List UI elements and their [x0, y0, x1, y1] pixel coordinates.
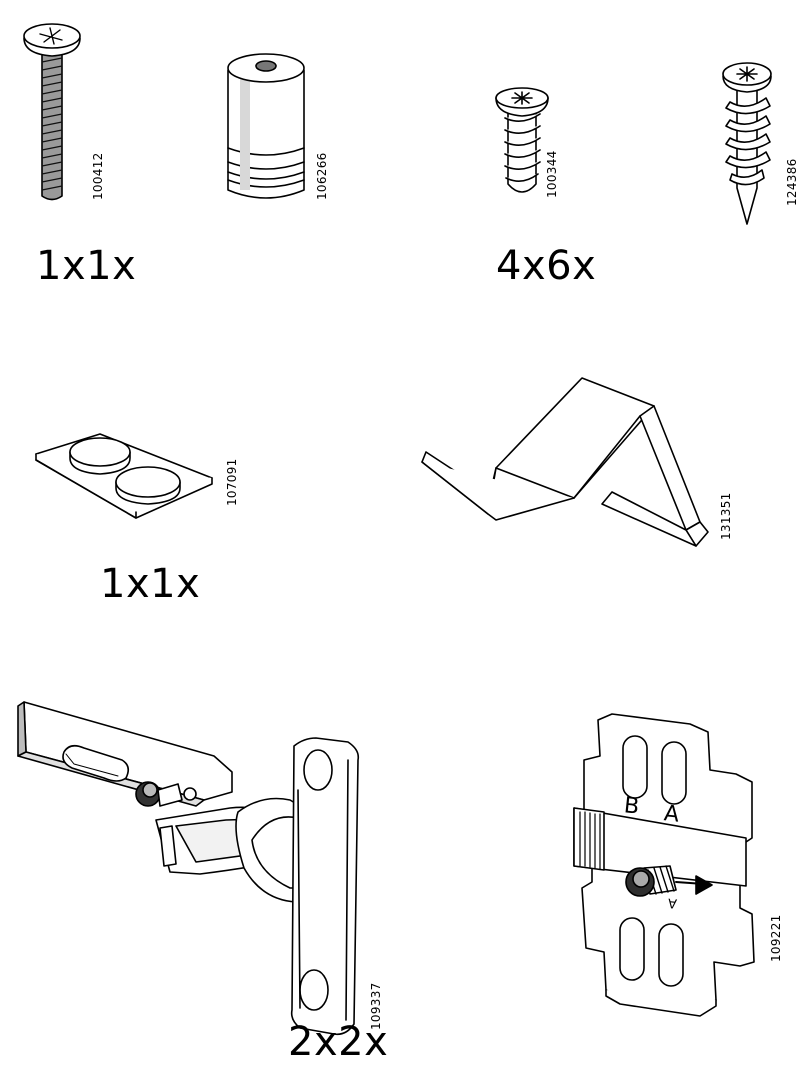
- cylinder-sleeve-icon: [227, 53, 305, 199]
- article-number-131351: 131351: [719, 492, 733, 540]
- article-number-106266: 106266: [315, 152, 329, 200]
- machine-screw-icon: [23, 23, 81, 201]
- article-number-124386: 124386: [785, 158, 799, 206]
- quantity-label: 2x2x: [288, 1019, 389, 1065]
- quantity-label: 1x1x: [36, 243, 137, 289]
- plate-letter-a-rotated: A: [667, 894, 678, 911]
- hinge-screw-icon: [135, 781, 183, 807]
- article-number-100412: 100412: [91, 152, 105, 200]
- quantity-label: 4x6x: [496, 243, 597, 289]
- plate-letter-b: B: [622, 793, 641, 820]
- short-screw-icon: [495, 87, 549, 193]
- wood-screw-icon: [722, 62, 772, 225]
- article-number-107091: 107091: [225, 458, 239, 506]
- quantity-label: 1x1x: [100, 561, 201, 607]
- plate-letter-a: A: [662, 801, 681, 828]
- bracket-icon: [421, 377, 709, 547]
- plate-screw-icon: [625, 865, 677, 897]
- article-number-109221: 109221: [769, 914, 783, 962]
- hinge-icon: [17, 701, 360, 1036]
- felt-pads-icon: [35, 433, 213, 519]
- article-number-100344: 100344: [545, 150, 559, 198]
- mounting-plate-icon: [573, 713, 755, 1017]
